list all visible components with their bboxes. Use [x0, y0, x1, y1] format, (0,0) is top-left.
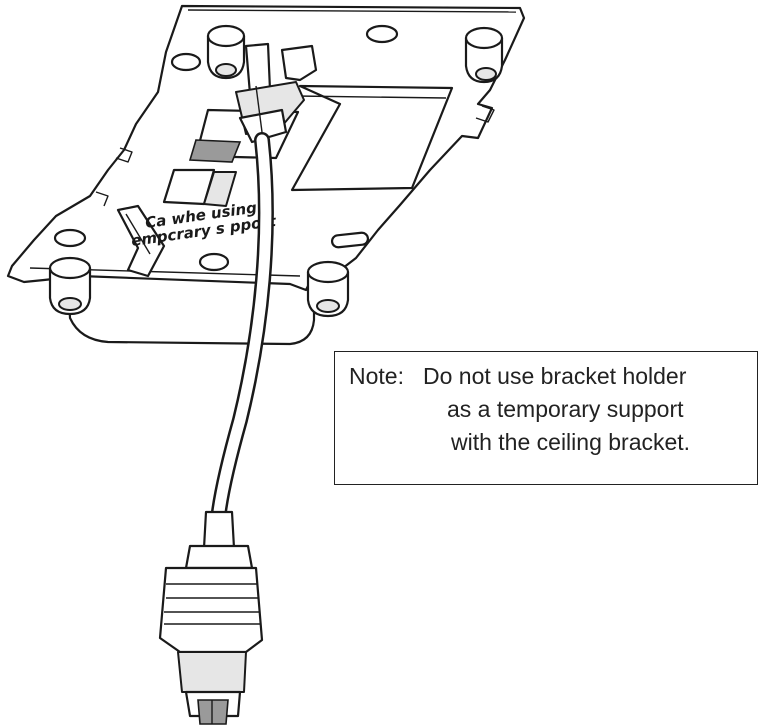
standoff-bottom-left	[48, 256, 92, 316]
standoff-top-right	[464, 26, 504, 84]
standoff-bottom-right	[306, 260, 350, 318]
note-line-3: with the ceiling bracket.	[451, 429, 691, 455]
note-line-1: Do not use bracket holder	[423, 363, 687, 389]
cable-connector-clip	[235, 42, 318, 144]
note-box: Note: Do not use bracket holder as a tem…	[334, 351, 758, 485]
standoff-top-left	[206, 24, 246, 80]
standoff-posts	[48, 24, 504, 318]
cable-plug	[158, 510, 264, 725]
cable	[210, 132, 274, 528]
note-line-2: as a temporary support	[447, 396, 684, 422]
note-label: Note:	[349, 363, 404, 389]
